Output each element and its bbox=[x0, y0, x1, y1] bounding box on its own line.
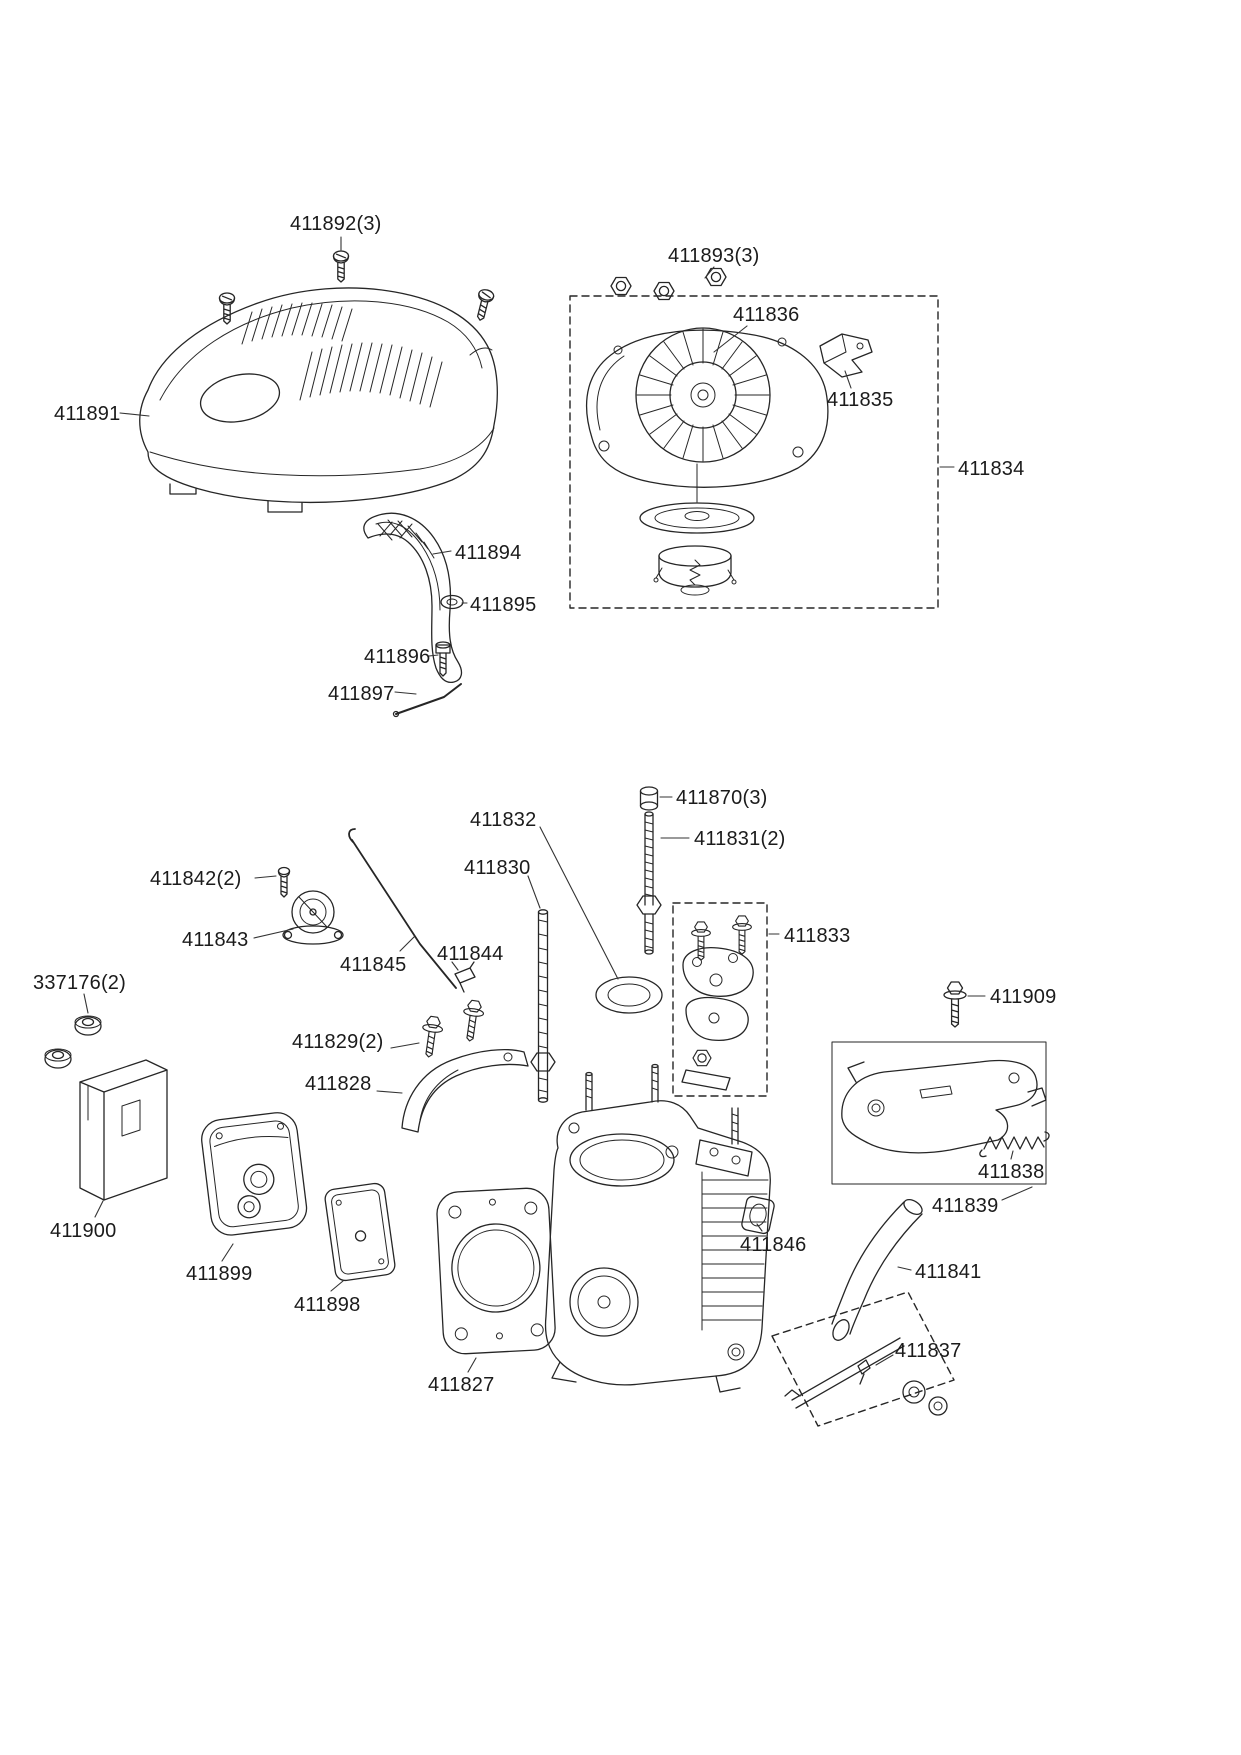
drawing-bolt-411909 bbox=[943, 981, 967, 1028]
part-label-411829: 411829(2) bbox=[292, 1031, 384, 1053]
part-label-411845: 411845 bbox=[340, 954, 407, 976]
part-label-411832: 411832 bbox=[470, 809, 537, 831]
drawing-stud-411831 bbox=[636, 811, 662, 955]
part-label-411894: 411894 bbox=[455, 542, 522, 564]
drawing-heat-shield-411900 bbox=[79, 1059, 168, 1201]
part-label-411891: 411891 bbox=[54, 403, 121, 425]
part-label-411837: 411837 bbox=[895, 1340, 962, 1362]
drawing-rod-411897 bbox=[392, 683, 462, 718]
part-label-411846: 411846 bbox=[740, 1234, 807, 1256]
drawing-engine-cover-411891 bbox=[139, 287, 498, 513]
drawing-rod-411845 bbox=[348, 828, 457, 989]
part-label-411830: 411830 bbox=[464, 857, 531, 879]
drawing-washer-411895 bbox=[440, 594, 464, 610]
part-label-411828: 411828 bbox=[305, 1073, 372, 1095]
part-label-337176: 337176(2) bbox=[33, 972, 126, 994]
part-label-411831: 411831(2) bbox=[694, 828, 786, 850]
drawing-cap-411870 bbox=[639, 786, 659, 811]
part-label-411896: 411896 bbox=[364, 646, 431, 668]
drawing-bolt-411896 bbox=[435, 641, 451, 677]
part-label-411827: 411827 bbox=[428, 1374, 495, 1396]
part-label-411833: 411833 bbox=[784, 925, 851, 947]
part-label-411836: 411836 bbox=[733, 304, 800, 326]
drawing-bracket-kit-411839 bbox=[831, 1041, 1047, 1185]
part-label-411900: 411900 bbox=[50, 1220, 117, 1242]
drawing-fan-assembly-411834 bbox=[569, 267, 939, 609]
part-label-411899: 411899 bbox=[186, 1263, 253, 1285]
part-label-411842: 411842(2) bbox=[150, 868, 242, 890]
drawing-clip-411844 bbox=[454, 961, 476, 993]
part-label-411838: 411838 bbox=[978, 1161, 1045, 1183]
drawing-bracket-411894 bbox=[363, 512, 463, 684]
part-label-411844: 411844 bbox=[437, 943, 504, 965]
part-label-411870: 411870(3) bbox=[676, 787, 768, 809]
part-label-411841: 411841 bbox=[915, 1261, 982, 1283]
part-label-411843: 411843 bbox=[182, 929, 249, 951]
drawing-part-411843 bbox=[282, 890, 344, 945]
drawing-cylinder-block-411827 bbox=[436, 1063, 771, 1393]
part-label-411909: 411909 bbox=[990, 986, 1057, 1008]
drawing-bracket-411828 bbox=[401, 1048, 529, 1133]
drawing-gasket-411898 bbox=[324, 1182, 396, 1282]
drawing-kit-411837 bbox=[771, 1291, 955, 1427]
part-label-411835: 411835 bbox=[827, 389, 894, 411]
part-label-411895: 411895 bbox=[470, 594, 537, 616]
part-label-411834: 411834 bbox=[958, 458, 1025, 480]
drawing-screw-411842 bbox=[277, 866, 291, 898]
part-label-411898: 411898 bbox=[294, 1294, 361, 1316]
drawing-part-411835 bbox=[819, 333, 873, 378]
part-label-411893: 411893(3) bbox=[668, 245, 760, 267]
drawing-plate-kit-411833 bbox=[672, 902, 768, 1097]
leader-lines bbox=[83, 236, 1033, 1373]
drawing-stud-411830 bbox=[530, 909, 556, 1103]
drawing-ring-411832 bbox=[595, 976, 663, 1014]
drawing-muffler-411899 bbox=[201, 1112, 308, 1236]
drawing-part-411846 bbox=[741, 1195, 775, 1235]
part-label-411892: 411892(3) bbox=[290, 213, 382, 235]
part-label-411839: 411839 bbox=[932, 1195, 999, 1217]
drawing-nuts-337176 bbox=[44, 1015, 102, 1069]
drawing-bolts-411829 bbox=[418, 998, 486, 1059]
part-label-411897: 411897 bbox=[328, 683, 395, 705]
drawing-spring-411838 bbox=[979, 1131, 1050, 1158]
